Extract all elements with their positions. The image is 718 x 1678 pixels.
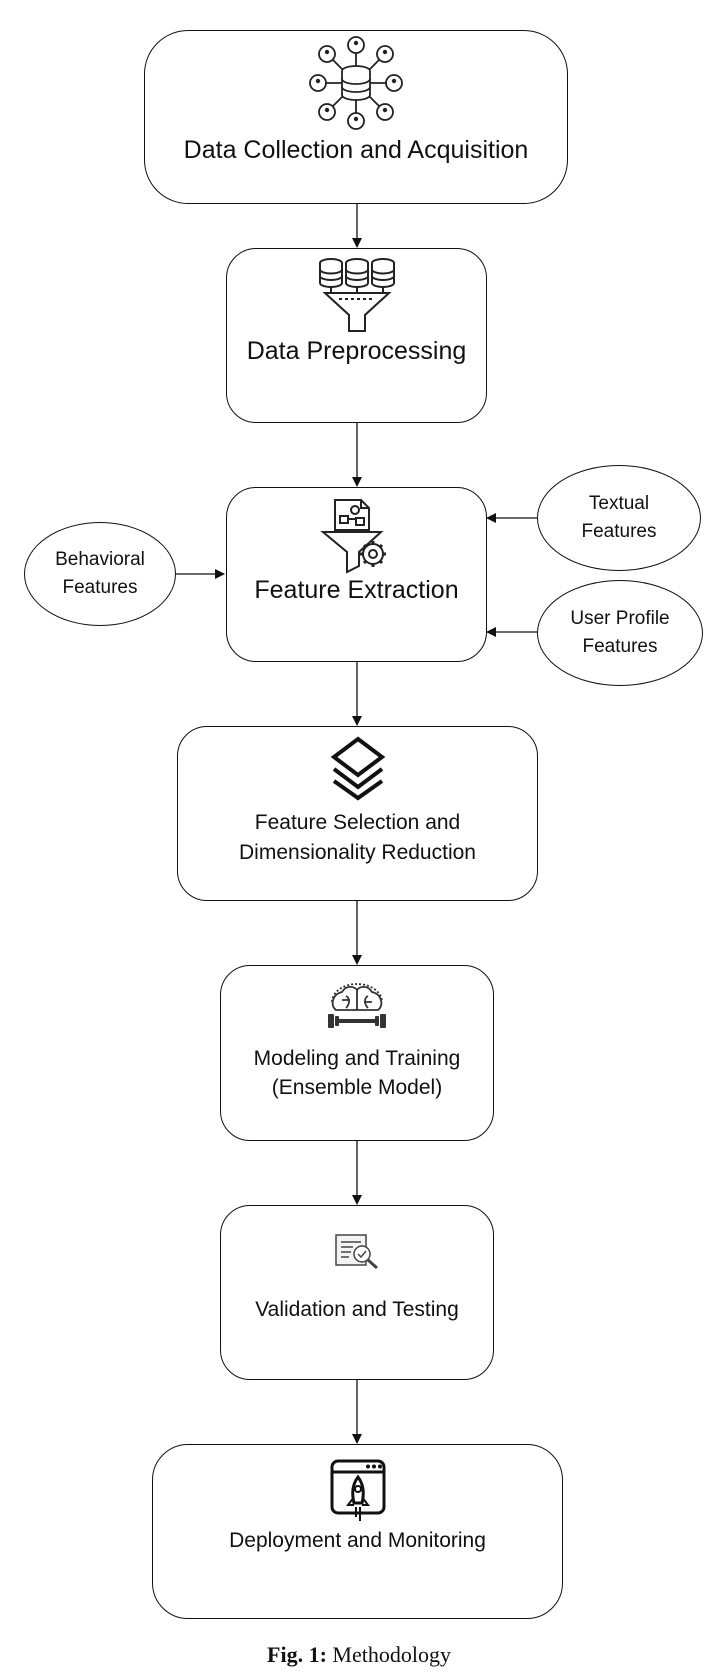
step-feature-extraction: Feature Extraction — [226, 487, 487, 662]
step-validation-testing: Validation and Testing — [220, 1205, 494, 1380]
step-deployment-monitoring: Deployment and Monitoring — [152, 1444, 563, 1619]
step-label-line2: (Ensemble Model) — [271, 1076, 443, 1099]
step-label-line1: Feature Selection and — [254, 811, 461, 834]
layers-icon — [330, 736, 385, 801]
database-funnel-icon — [318, 258, 395, 332]
caption-prefix: Fig. 1: — [267, 1642, 327, 1667]
textual-features-oval: Textual Features — [537, 465, 701, 571]
step-data-preprocessing: Data Preprocessing — [226, 248, 487, 423]
behavioral-features-oval: Behavioral Features — [24, 522, 176, 626]
document-funnel-gear-icon — [319, 499, 386, 574]
step-label: Data Preprocessing — [246, 337, 467, 365]
users-database-icon — [309, 36, 403, 130]
caption-text: Methodology — [332, 1642, 451, 1667]
step-label-line1: Modeling and Training — [253, 1047, 461, 1070]
step-modeling-training: Modeling and Training (Ensemble Model) — [220, 965, 494, 1141]
document-magnifier-check-icon — [335, 1234, 378, 1270]
step-feature-selection: Feature Selection and Dimensionality Red… — [177, 726, 538, 901]
step-label: Validation and Testing — [255, 1298, 459, 1321]
browser-rocket-icon — [330, 1459, 385, 1521]
brain-dumbbell-icon — [328, 983, 386, 1028]
figure-caption: Fig. 1: Methodology — [0, 1642, 718, 1668]
step-label-line2: Dimensionality Reduction — [239, 841, 476, 864]
step-label: Deployment and Monitoring — [229, 1529, 486, 1552]
step-label: Feature Extraction — [254, 576, 459, 604]
step-data-collection: Data Collection and Acquisition — [144, 30, 568, 204]
step-label: Data Collection and Acquisition — [183, 136, 529, 164]
user-profile-features-oval: User Profile Features — [537, 580, 703, 686]
